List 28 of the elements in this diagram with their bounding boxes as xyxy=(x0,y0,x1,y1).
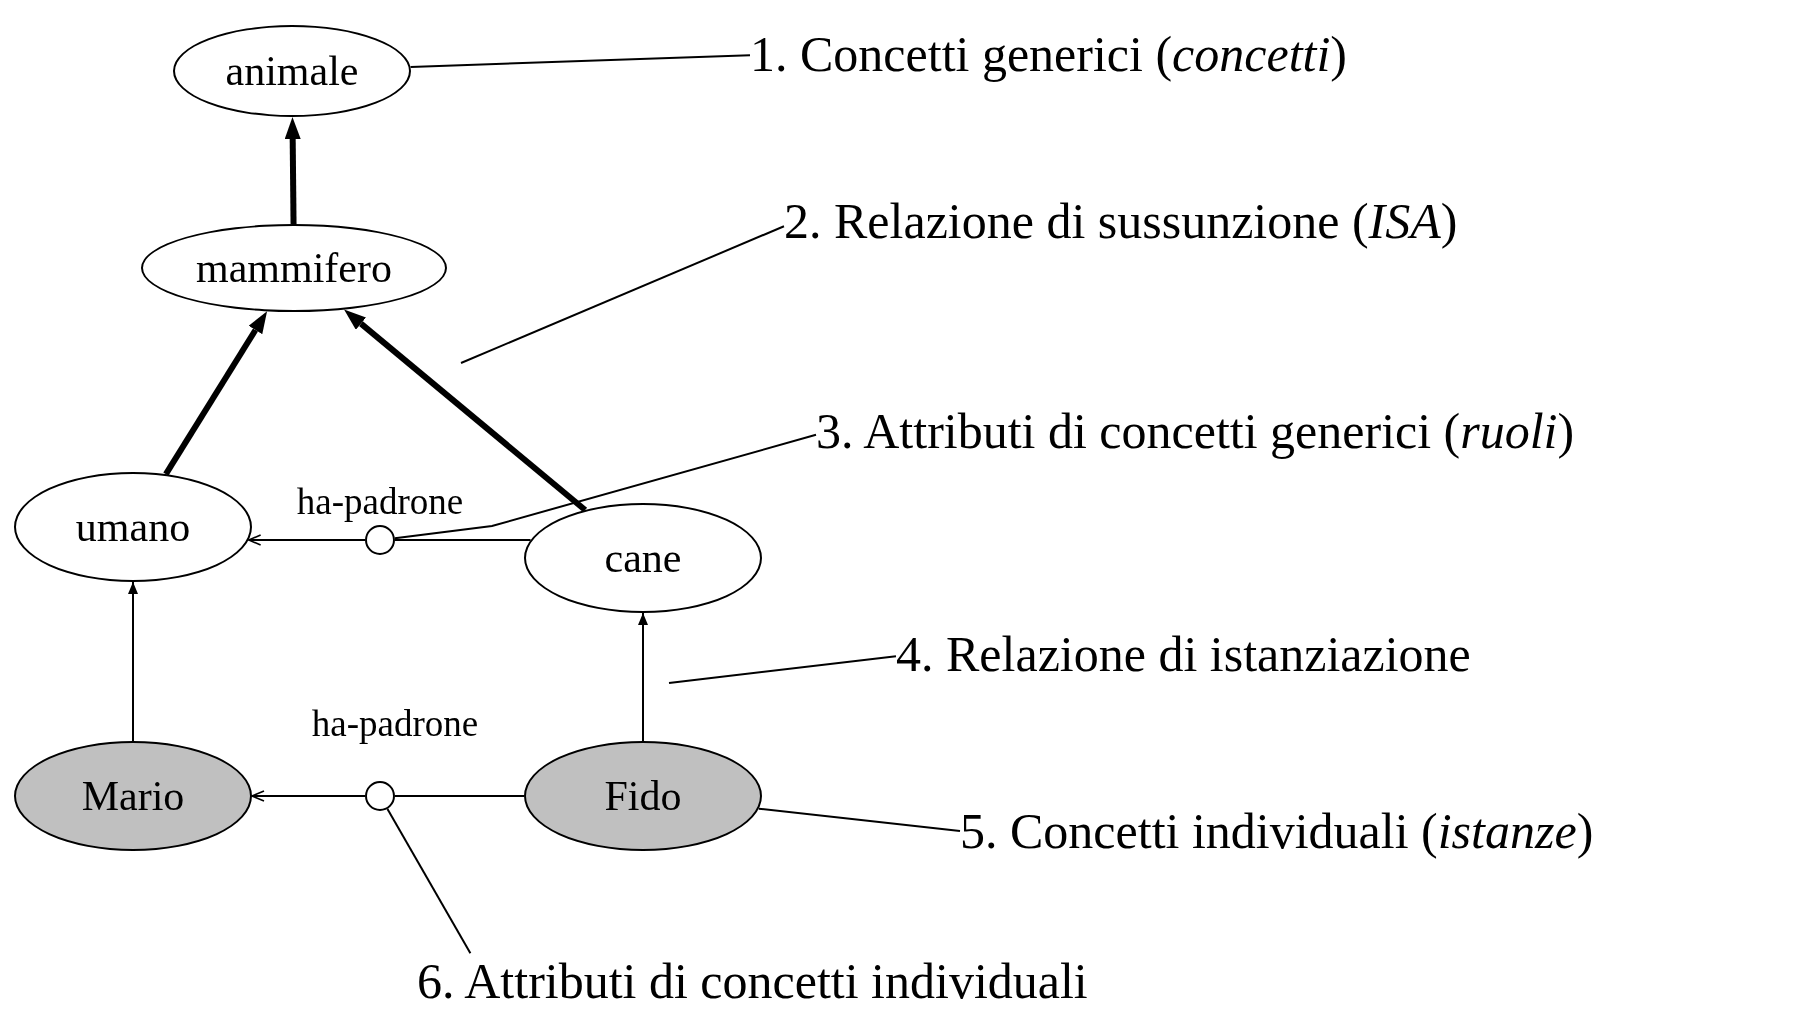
callout-text: 6. Attributi di concetti individuali xyxy=(417,953,1088,1011)
arrow xyxy=(128,581,138,742)
callout-text: 2. Relazione di sussunzione (ISA) xyxy=(784,193,1458,251)
role-circle xyxy=(365,781,395,811)
isa-arrow xyxy=(284,117,301,225)
leader-line xyxy=(386,808,472,955)
leader-line xyxy=(460,225,785,364)
role-label: ha-padrone xyxy=(296,481,464,523)
callout-text: 5. Concetti individuali (istanze) xyxy=(960,803,1594,861)
arrow xyxy=(638,612,648,742)
role-circle xyxy=(365,525,395,555)
concept-name: mammifero xyxy=(196,244,392,292)
callout-text: 3. Attributi di concetti generici (ruoli) xyxy=(816,403,1575,461)
concept-name: umano xyxy=(75,503,191,551)
callout-text: 4. Relazione di istanziazione xyxy=(896,626,1471,684)
concept-name: cane xyxy=(604,534,682,582)
leader-line xyxy=(393,433,817,540)
role-label: ha-padrone xyxy=(311,703,479,745)
isa-arrow xyxy=(344,309,588,513)
arrow xyxy=(251,790,366,802)
concept-name: animale xyxy=(225,47,359,95)
leader-line xyxy=(668,655,897,684)
leader-line xyxy=(409,54,751,68)
callout-text: 1. Concetti generici (concetti) xyxy=(750,26,1347,84)
connector-line xyxy=(394,795,525,797)
connector-line xyxy=(394,539,532,541)
concept-name: Fido xyxy=(604,772,682,820)
concept-name: Mario xyxy=(81,772,185,820)
